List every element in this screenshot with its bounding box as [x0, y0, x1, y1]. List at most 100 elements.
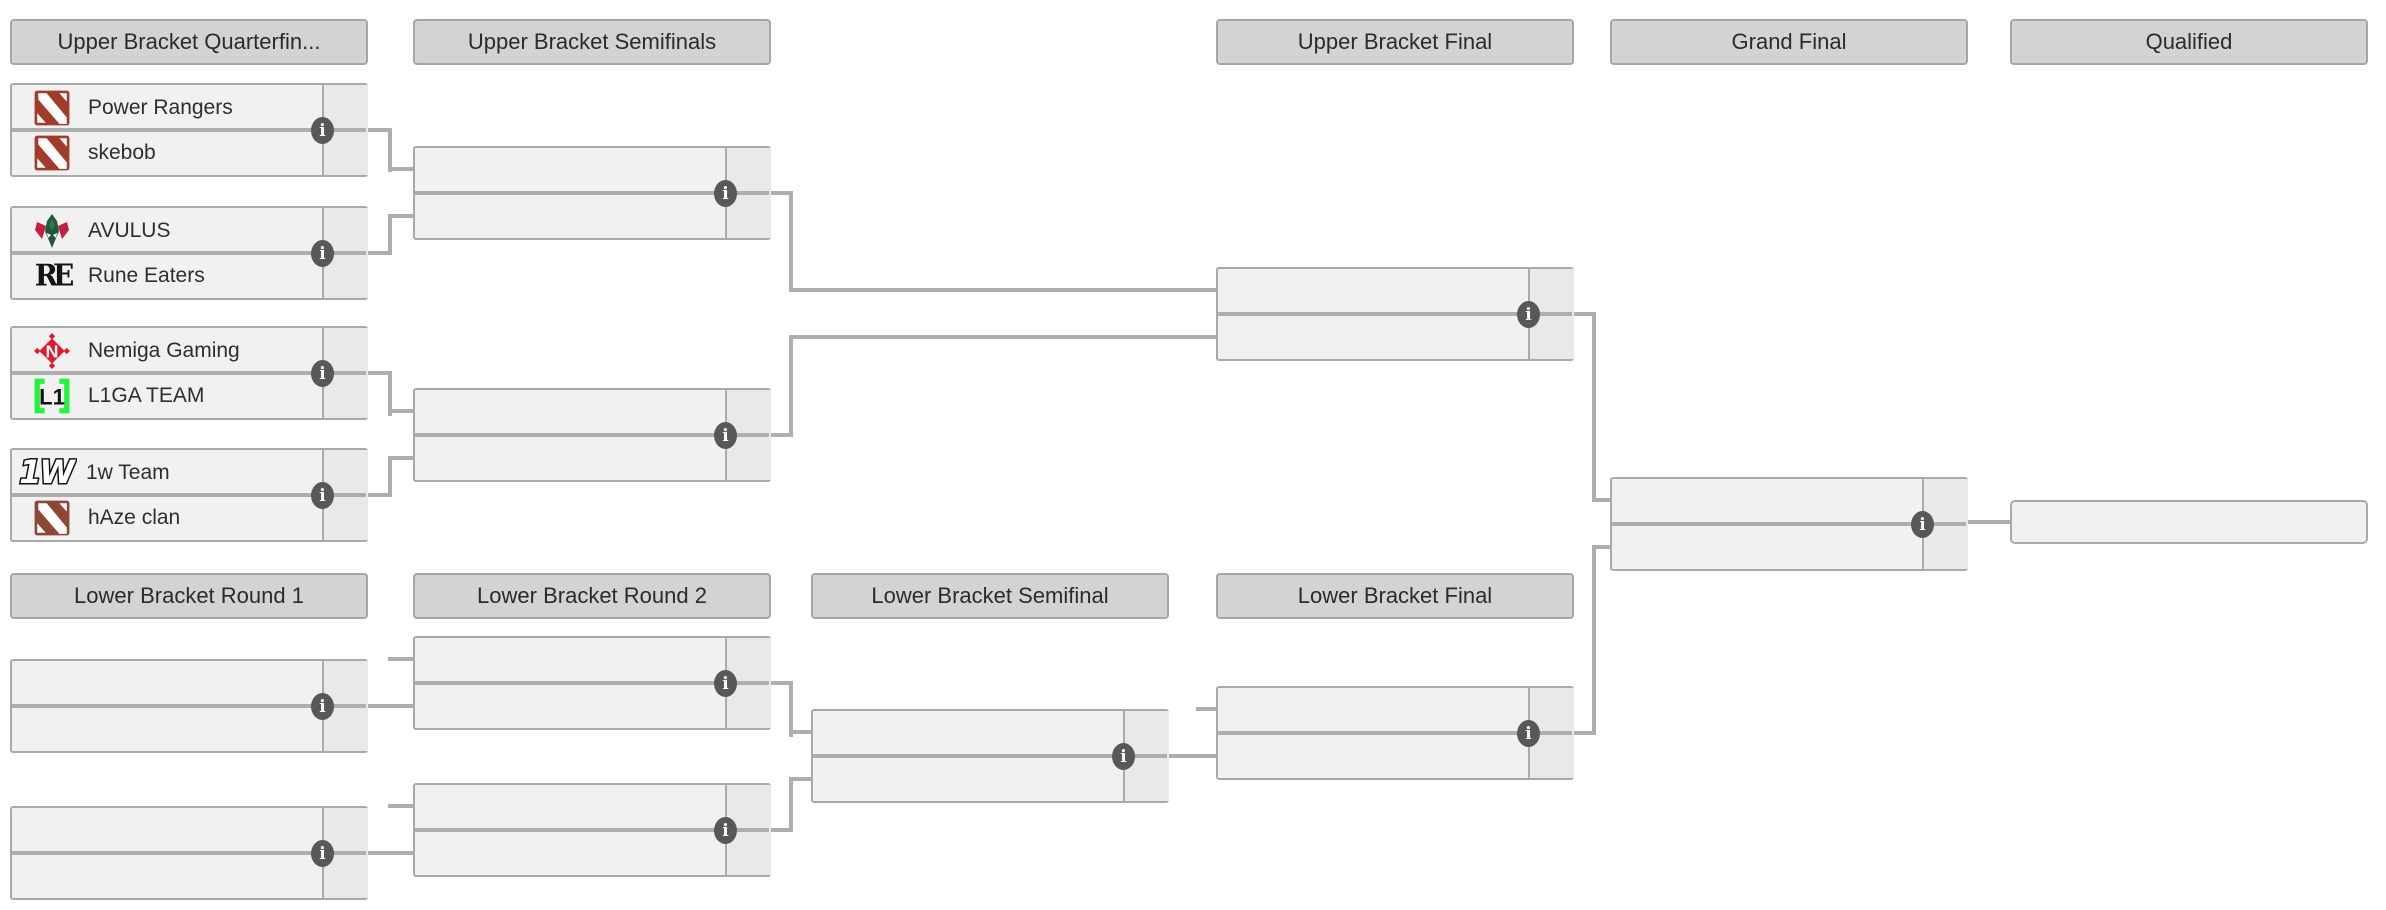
svg-text:L1: L1	[39, 384, 65, 409]
header-lb-round1: Lower Bracket Round 1	[10, 573, 368, 619]
match-divider	[12, 704, 366, 708]
match-lb-r2m2: i	[413, 783, 771, 877]
connector-line	[1592, 545, 1612, 549]
1w-team-logo-icon: 1W	[14, 453, 78, 493]
team-name: Rune Eaters	[88, 263, 205, 287]
info-icon[interactable]: i	[714, 422, 737, 449]
info-icon[interactable]: i	[1112, 743, 1135, 770]
connector-line	[368, 493, 390, 497]
match-lb-r1m2: i	[10, 806, 368, 900]
team-slot-l1ga[interactable]: L1 L1GA TEAM	[12, 373, 322, 418]
team-slot-empty	[415, 683, 725, 728]
team-slot-empty	[415, 435, 725, 480]
match-ub-sf2: i	[413, 388, 771, 482]
header-grand-final: Grand Final	[1610, 19, 1968, 65]
info-icon[interactable]: i	[1911, 511, 1934, 538]
match-ub-qf2: AVULUS RE Rune Eaters i	[10, 206, 368, 300]
info-icon[interactable]: i	[311, 840, 334, 867]
connector-line	[388, 456, 392, 497]
team-slot-empty	[1218, 733, 1528, 778]
match-ub-final: i	[1216, 267, 1574, 361]
team-slot-avulus[interactable]: AVULUS	[12, 208, 322, 253]
team-slot-empty	[1218, 314, 1528, 359]
connector-line	[769, 681, 793, 685]
connector-line	[388, 409, 415, 413]
team-slot-empty	[1218, 688, 1528, 733]
connector-line	[1574, 312, 1596, 316]
connector-line	[769, 433, 793, 437]
connector-line	[388, 214, 415, 218]
team-slot-empty	[1218, 269, 1528, 314]
connector-line	[1592, 312, 1596, 502]
header-qualified: Qualified	[2010, 19, 2368, 65]
match-divider	[813, 754, 1167, 758]
connector-line	[388, 371, 392, 416]
dota2-logo-icon	[33, 88, 71, 128]
info-icon[interactable]: i	[311, 117, 334, 144]
info-icon[interactable]: i	[714, 817, 737, 844]
team-name: Nemiga Gaming	[88, 338, 240, 362]
connector-line	[1592, 545, 1596, 735]
connector-line	[368, 371, 390, 375]
nemiga-logo-icon: N	[33, 331, 71, 371]
connector-line	[368, 128, 390, 132]
match-lb-r1m1: i	[10, 659, 368, 753]
info-icon[interactable]: i	[311, 482, 334, 509]
match-divider	[415, 681, 769, 685]
team-slot-rune-eaters[interactable]: RE Rune Eaters	[12, 253, 322, 298]
team-name: L1GA TEAM	[88, 383, 205, 407]
connector-line	[789, 335, 1216, 339]
info-icon[interactable]: i	[714, 180, 737, 207]
info-icon[interactable]: i	[311, 240, 334, 267]
connector-line	[789, 681, 793, 737]
match-ub-sf1: i	[413, 146, 771, 240]
team-name: 1w Team	[86, 460, 170, 484]
team-slot-nemiga[interactable]: N Nemiga Gaming	[12, 328, 322, 373]
svg-text:1W: 1W	[19, 454, 76, 491]
team-slot-empty	[12, 661, 322, 706]
dota2-logo-icon	[33, 498, 71, 538]
team-slot-skebob[interactable]: skebob	[12, 130, 322, 175]
svg-text:N: N	[46, 341, 59, 361]
team-slot-empty	[415, 830, 725, 875]
match-ub-qf3: N Nemiga Gaming L1 L1GA TEAM i	[10, 326, 368, 420]
team-slot-empty	[12, 706, 322, 751]
team-slot-power-rangers[interactable]: Power Rangers	[12, 85, 322, 130]
connector-line	[789, 288, 1216, 292]
match-divider	[415, 433, 769, 437]
info-icon[interactable]: i	[311, 693, 334, 720]
connector-line	[789, 777, 813, 781]
team-slot-1w-team[interactable]: 1W 1w Team	[12, 450, 322, 495]
connector-line	[789, 335, 793, 437]
match-divider	[415, 828, 769, 832]
match-divider	[415, 191, 769, 195]
match-grand-final: i	[1610, 477, 1968, 571]
header-lb-final: Lower Bracket Final	[1216, 573, 1574, 619]
connector-line	[789, 730, 813, 734]
match-ub-qf4: 1W 1w Team hAze clan i	[10, 448, 368, 542]
team-slot-empty	[813, 756, 1123, 801]
info-icon[interactable]: i	[311, 360, 334, 387]
info-icon[interactable]: i	[1517, 720, 1540, 747]
match-divider	[12, 251, 366, 255]
match-lb-semifinal: i	[811, 709, 1169, 803]
info-icon[interactable]: i	[714, 670, 737, 697]
connector-line	[388, 456, 415, 460]
team-slot-empty	[415, 390, 725, 435]
team-name: AVULUS	[88, 218, 171, 242]
team-slot-haze-clan[interactable]: hAze clan	[12, 495, 322, 540]
match-lb-final: i	[1216, 686, 1574, 780]
match-divider	[12, 493, 366, 497]
match-lb-r2m1: i	[413, 636, 771, 730]
connector-line	[769, 191, 793, 195]
connector-line	[1574, 731, 1596, 735]
match-divider	[1218, 312, 1572, 316]
team-slot-empty	[12, 853, 322, 898]
info-icon[interactable]: i	[1517, 301, 1540, 328]
match-divider	[12, 128, 366, 132]
team-slot-empty	[415, 193, 725, 238]
team-name: skebob	[88, 140, 156, 164]
connector-line	[1592, 498, 1612, 502]
team-name: hAze clan	[88, 505, 181, 529]
connector-line	[1966, 520, 2010, 524]
